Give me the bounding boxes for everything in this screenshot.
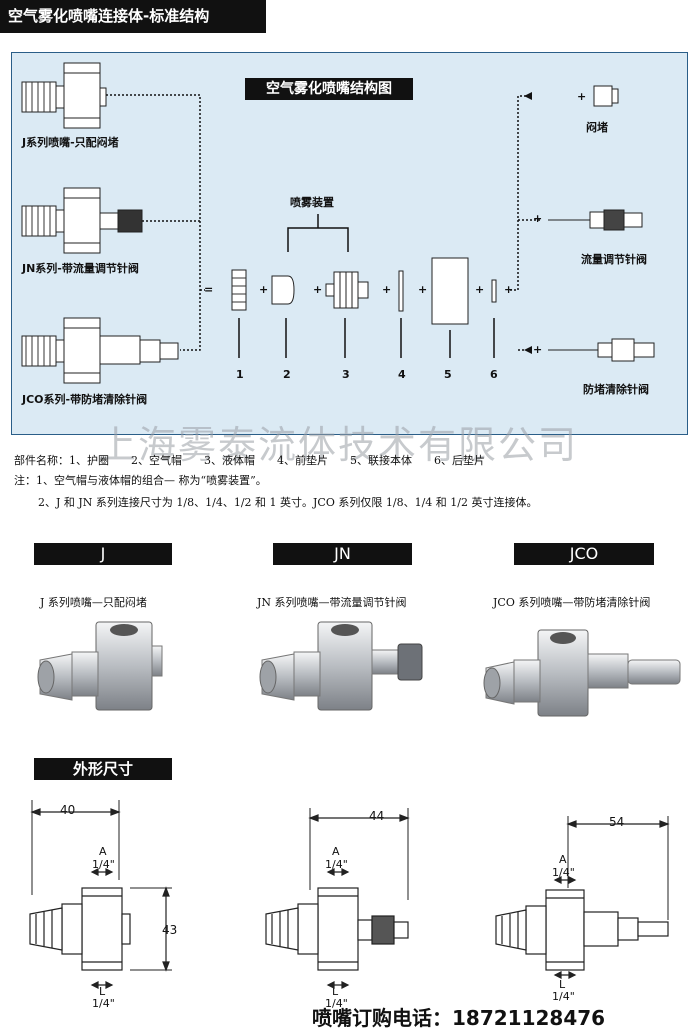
jco-a-label: A <box>559 853 567 866</box>
product-code-j: J <box>34 543 172 565</box>
left-series-label-jco: JCO系列-带防堵清除针阀 <box>22 393 148 406</box>
dimensions-title: 外形尺寸 <box>34 758 172 780</box>
left-connector-lines <box>106 94 205 351</box>
flow-needle-icon <box>548 209 643 231</box>
part-connector-body-icon <box>431 257 469 325</box>
plus-sign: + <box>475 283 485 296</box>
part-number-6: 6 <box>490 368 498 381</box>
plus-sign: + <box>259 283 269 296</box>
part-number-4: 4 <box>398 368 406 381</box>
jco-width-dimension: 54 <box>609 815 625 829</box>
header-title: 空气雾化喷嘴连接体-标准结构 <box>0 0 266 33</box>
jn-l-label: L <box>332 985 339 998</box>
left-series-label-jn: JN系列-带流量调节针阀 <box>22 262 139 275</box>
j-product-photo <box>37 621 163 711</box>
j-l-label: L <box>99 985 106 998</box>
parts-list: 部件名称：1、护圈 2、空气帽 3、液体帽 4、前垫片 5、联接本体 6、后垫片 <box>14 454 485 467</box>
plus-sign: + <box>418 283 428 296</box>
part-number-2: 2 <box>283 368 291 381</box>
right-connector-lines <box>510 95 540 351</box>
diagram-title: 空气雾化喷嘴结构图 <box>245 78 413 100</box>
part-rear-gasket-icon <box>491 279 497 303</box>
jco-assembly-icon <box>21 317 179 384</box>
plug-icon <box>593 85 619 107</box>
j-assembly-icon <box>21 62 107 129</box>
part-fluid-cap-icon <box>325 271 369 309</box>
jn-product-photo <box>259 621 423 711</box>
jn-l-size: 1/4" <box>325 997 348 1010</box>
part-number-3: 3 <box>342 368 350 381</box>
company-watermark: 上海雾泰流体技术有限公司 <box>98 423 579 467</box>
product-caption-jco: JCO 系列喷嘴—带防堵清除针阀 <box>493 596 651 609</box>
right-option-label-plug: 闷堵 <box>586 121 608 134</box>
jco-l-size: 1/4" <box>552 990 575 1003</box>
jco-dimension-drawing <box>495 816 670 979</box>
right-option-label-cleanout-needle: 防堵清除针阀 <box>583 383 649 396</box>
plus-sign: + <box>313 283 323 296</box>
jco-a-size: 1/4" <box>552 866 575 879</box>
j-dimension-drawing <box>29 800 172 989</box>
part-retainer-ring-icon <box>231 269 247 311</box>
note-1: 注：1、空气帽与液体帽的组合— 称为“喷雾装置”。 <box>14 474 267 487</box>
jco-l-label: L <box>559 978 566 991</box>
j-width-dimension: 40 <box>60 803 76 817</box>
j-a-size: 1/4" <box>92 858 115 871</box>
plus-sign: + <box>504 283 514 296</box>
order-phone: 喷嘴订购电话：18721128476 <box>312 1006 606 1030</box>
part-front-gasket-icon <box>398 270 404 312</box>
product-caption-j: J 系列喷嘴—只配闷堵 <box>40 596 147 609</box>
jn-assembly-icon <box>21 187 143 254</box>
spray-setup-label: 喷雾装置 <box>290 196 334 209</box>
product-code-jco: JCO <box>514 543 654 565</box>
plus-sign: + <box>533 343 543 356</box>
cleanout-needle-icon <box>548 338 655 362</box>
part-air-cap-icon <box>271 275 295 305</box>
jco-product-photo <box>483 629 681 717</box>
structure-diagram-panel <box>11 52 688 435</box>
right-option-label-flow-needle: 流量调节针阀 <box>581 253 647 266</box>
plus-sign: + <box>533 212 543 225</box>
plus-sign: + <box>577 90 587 103</box>
product-code-jn: JN <box>273 543 412 565</box>
product-caption-jn: JN 系列喷嘴—带流量调节针阀 <box>257 596 407 609</box>
j-a-label: A <box>99 845 107 858</box>
jn-a-size: 1/4" <box>325 858 348 871</box>
plus-sign: + <box>382 283 392 296</box>
part-leader-lines <box>238 318 495 358</box>
jn-a-label: A <box>332 845 340 858</box>
part-number-5: 5 <box>444 368 452 381</box>
part-number-1: 1 <box>236 368 244 381</box>
left-series-label-j: J系列喷嘴-只配闷堵 <box>22 136 119 149</box>
equals-sign: = <box>204 283 214 296</box>
note-2: 2、J 和 JN 系列连接尺寸为 1/8、1/4、1/2 和 1 英寸。JCO … <box>38 496 538 509</box>
jn-width-dimension: 44 <box>369 809 385 823</box>
j-l-size: 1/4" <box>92 997 115 1010</box>
jn-dimension-drawing <box>265 808 410 989</box>
arrow-icon <box>524 92 532 354</box>
spray-setup-bracket <box>287 214 349 252</box>
